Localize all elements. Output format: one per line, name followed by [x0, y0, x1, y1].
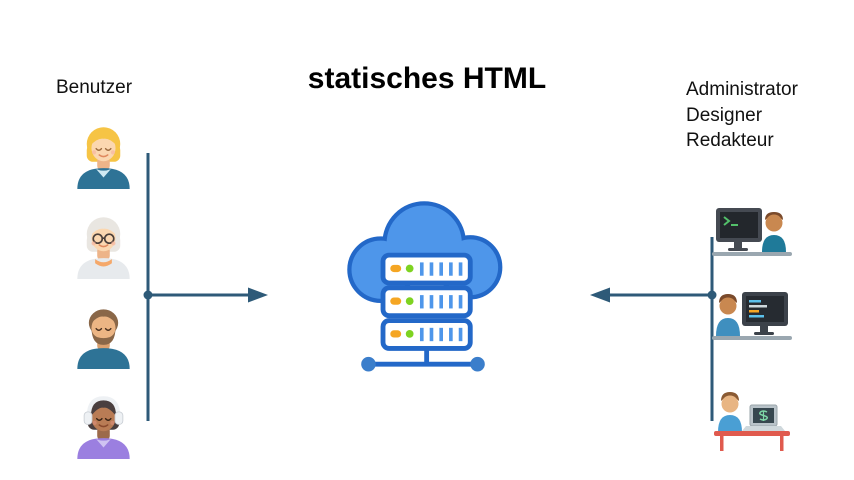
woman-headphones-avatar-icon: [70, 392, 137, 462]
blonde-woman-avatar-icon: [70, 122, 137, 192]
gray-haired-woman-glasses-avatar-icon: [70, 212, 137, 282]
cloud-server-icon: [320, 180, 526, 380]
diagram-title: statisches HTML: [307, 62, 547, 95]
terminal-workstation-icon: [712, 206, 792, 274]
right-arrowhead-left-icon: [590, 287, 610, 303]
right-label-redakteur: Redakteur: [686, 130, 774, 151]
right-junction-dot: [707, 290, 717, 300]
code-screen: [746, 296, 784, 322]
laptop-desk-workstation-icon: [712, 388, 792, 462]
right-label-designer: Designer: [686, 104, 763, 126]
terminal-screen: [720, 212, 758, 238]
left-arrowhead-right-icon: [248, 287, 268, 303]
left-group-label: Benutzer: [56, 77, 133, 98]
server-rack: [380, 252, 473, 351]
code-monitor-workstation-icon: [712, 286, 792, 360]
bearded-man-avatar-icon: [70, 302, 137, 372]
right-group-labels: Administrator Designer Redakteur: [686, 77, 798, 154]
left-junction-dot: [143, 290, 153, 300]
right-label-administrator: Administrator: [686, 79, 798, 100]
server-network-base: [361, 348, 485, 372]
